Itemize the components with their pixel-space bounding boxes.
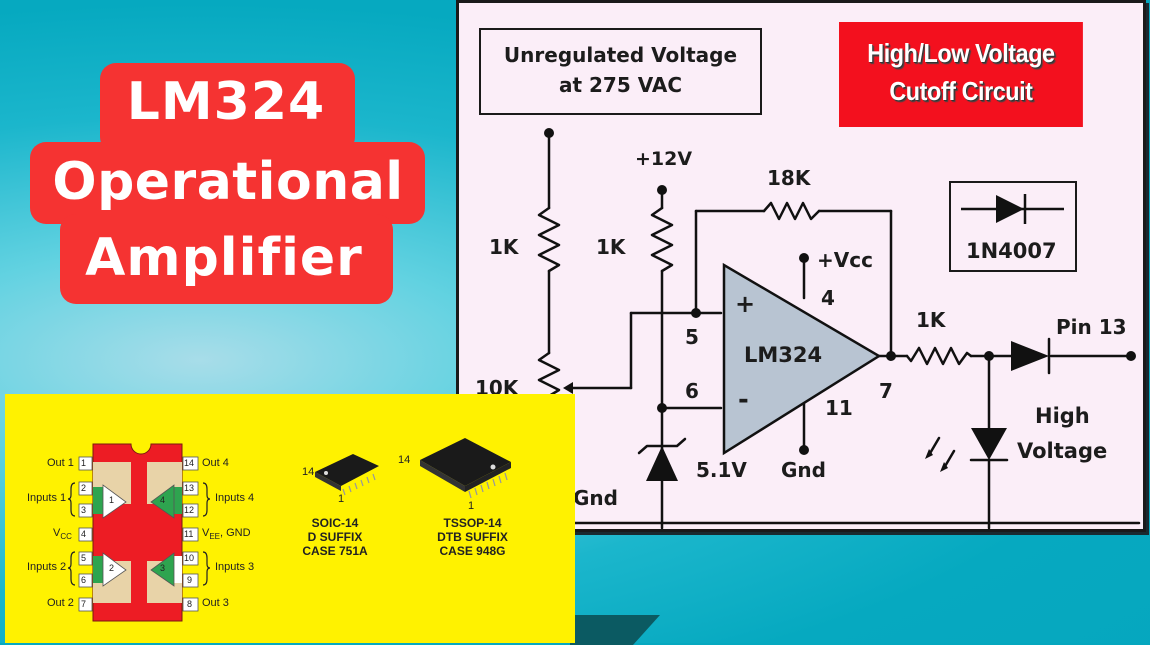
circuit-wiring <box>459 128 1141 530</box>
pin-label-vee-gnd: VEE, GND <box>202 527 251 542</box>
vcc-label: +Vcc <box>817 248 873 272</box>
pin-number: 6 <box>81 575 87 585</box>
zener-label: 5.1V <box>696 458 747 482</box>
pin-11-label: 11 <box>825 396 853 420</box>
title-line-3: Amplifier <box>85 228 363 288</box>
pin-label-out4: Out 4 <box>202 457 229 469</box>
resistor-r1-label: 1K <box>489 235 519 259</box>
amp-number: 2 <box>109 563 115 573</box>
pin-number: 2 <box>81 483 87 493</box>
pin-label-vcc: VCC <box>53 527 72 542</box>
group-label-inputs2: Inputs 2 <box>27 561 67 573</box>
title-line-1: LM324 <box>126 72 326 132</box>
soic-pin14-label: 14 <box>302 466 315 478</box>
source-line-1: Unregulated Voltage <box>503 43 738 67</box>
circuit-title-line-1: High/Low Voltage <box>867 38 1055 68</box>
opamp-ground-label: Gnd <box>781 458 826 482</box>
led-label-line-1: High <box>1035 404 1090 428</box>
pin-number: 14 <box>184 458 195 468</box>
pin-number: 7 <box>81 599 87 609</box>
output-resistor-label: 1K <box>916 308 946 332</box>
pin-number: 5 <box>81 553 87 563</box>
soic-pin1-label: 1 <box>338 493 345 505</box>
left-ground-label: Gnd <box>573 486 618 510</box>
pin-5-label: 5 <box>685 325 699 349</box>
pin-number: 13 <box>184 483 195 493</box>
pin-number: 10 <box>184 553 195 563</box>
tssop-package-label: TSSOP-14 DTB SUFFIX CASE 948G <box>437 516 508 558</box>
diode-legend-label: 1N4007 <box>966 239 1057 263</box>
supply-label: +12V <box>635 148 693 170</box>
title-badge: LM324 Operational Amplifier <box>0 0 460 320</box>
soic-package-label: SOIC-14 D SUFFIX CASE 751A <box>302 516 368 558</box>
pin-13-label: Pin 13 <box>1056 315 1127 339</box>
source-line-2: at 275 VAC <box>558 73 682 97</box>
pin-number: 12 <box>184 505 195 515</box>
pinout-panel: 1 2 3 4 5 6 7 14 13 12 11 10 9 8 Out 1 I… <box>5 394 575 643</box>
circuit-title-banner: High/Low Voltage Cutoff Circuit <box>839 22 1083 127</box>
pin-label-out2: Out 2 <box>47 597 74 609</box>
pin-number: 4 <box>81 529 87 539</box>
pin-6-label: 6 <box>685 379 699 403</box>
resistor-r2-label: 1K <box>596 235 626 259</box>
group-label-inputs1: Inputs 1 <box>27 492 67 504</box>
opamp-plus-label: + <box>735 290 756 318</box>
group-label-inputs4: Inputs 4 <box>215 492 255 504</box>
unregulated-voltage-box: Unregulated Voltage at 275 VAC <box>479 28 762 115</box>
tssop-pin1-label: 1 <box>468 500 475 512</box>
background-shape <box>570 615 660 645</box>
badge-shape-bottom <box>60 214 393 304</box>
pin-number: 8 <box>187 599 193 609</box>
feedback-resistor-label: 18K <box>767 166 811 190</box>
pin-number: 1 <box>81 458 87 468</box>
circuit-title-line-2: Cutoff Circuit <box>889 76 1033 106</box>
pin-7-label: 7 <box>879 379 893 403</box>
pin-label-out3: Out 3 <box>202 597 229 609</box>
pin-number: 3 <box>81 505 87 515</box>
amp-number: 3 <box>160 563 166 573</box>
title-line-2: Operational <box>52 152 404 212</box>
tssop-pin14-label: 14 <box>398 454 411 466</box>
amp-number: 4 <box>160 495 166 505</box>
pin-label-out1: Out 1 <box>47 457 74 469</box>
group-label-inputs3: Inputs 3 <box>215 561 255 573</box>
opamp-minus-label: - <box>738 385 749 415</box>
opamp-label: LM324 <box>744 343 823 367</box>
amp-number: 1 <box>109 495 115 505</box>
pin-4-label: 4 <box>821 286 835 310</box>
pin-number: 9 <box>187 575 193 585</box>
led-label-line-2: Voltage <box>1017 439 1108 463</box>
pinout-diagram <box>67 438 511 622</box>
pin-number: 11 <box>184 529 194 539</box>
badge-shape-top <box>100 63 355 153</box>
badge-shape-middle <box>30 142 425 224</box>
diode-legend-box: 1N4007 <box>949 181 1077 272</box>
